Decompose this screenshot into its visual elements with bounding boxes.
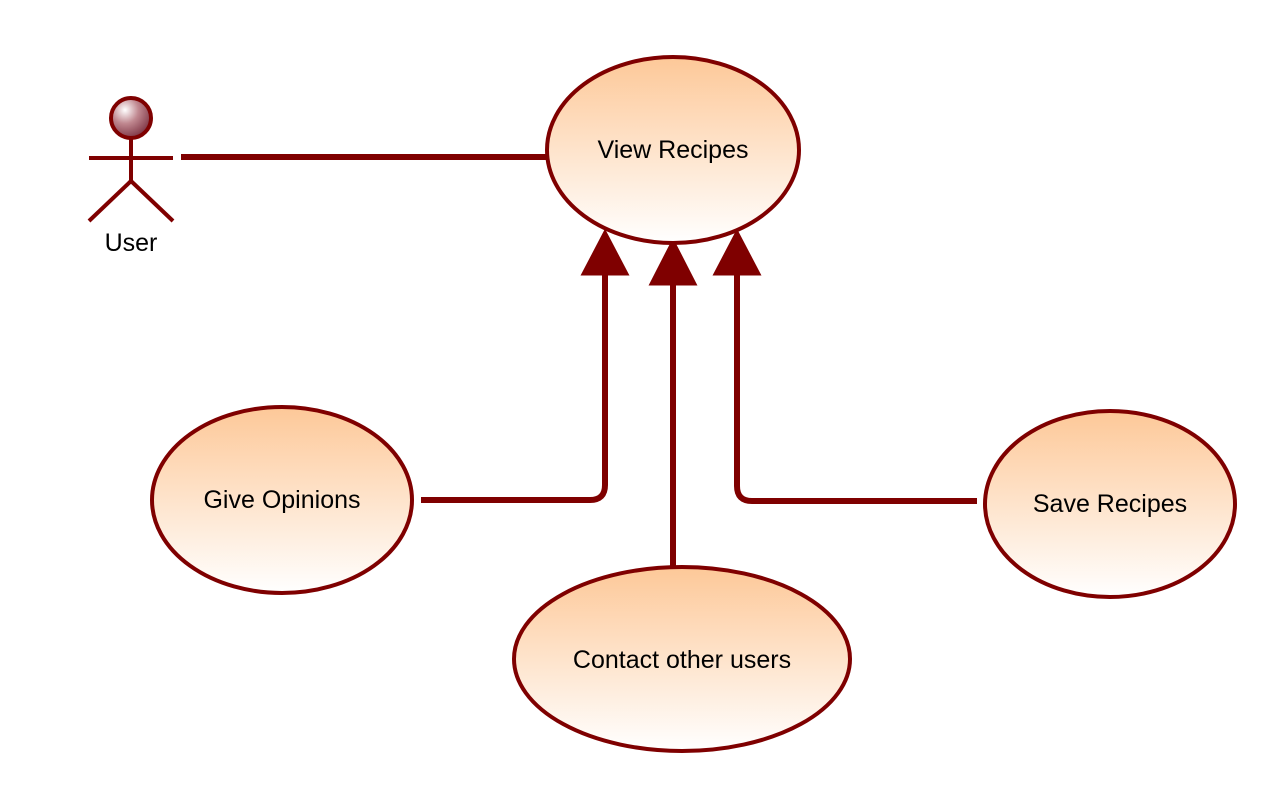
arrowhead-give-opinions — [580, 228, 630, 276]
use-case-view-recipes[interactable]: View Recipes — [545, 55, 801, 245]
stick-figure-actor-icon — [87, 96, 175, 223]
arrowhead-save-recipes — [712, 228, 762, 276]
use-case-label: Give Opinions — [203, 486, 360, 514]
generalization-line-save-recipes — [734, 273, 977, 504]
use-case-contact-other-users[interactable]: Contact other users — [512, 565, 852, 753]
use-case-label: View Recipes — [597, 136, 748, 164]
generalization-line-give-opinions — [421, 273, 608, 503]
actor-label: User — [105, 229, 158, 257]
arrowhead-contact-other-users — [648, 237, 698, 286]
use-case-give-opinions[interactable]: Give Opinions — [150, 405, 414, 595]
use-case-label: Contact other users — [573, 646, 791, 674]
use-case-label: Save Recipes — [1033, 490, 1187, 518]
actor-user[interactable]: User — [87, 96, 175, 257]
use-case-save-recipes[interactable]: Save Recipes — [983, 409, 1237, 599]
